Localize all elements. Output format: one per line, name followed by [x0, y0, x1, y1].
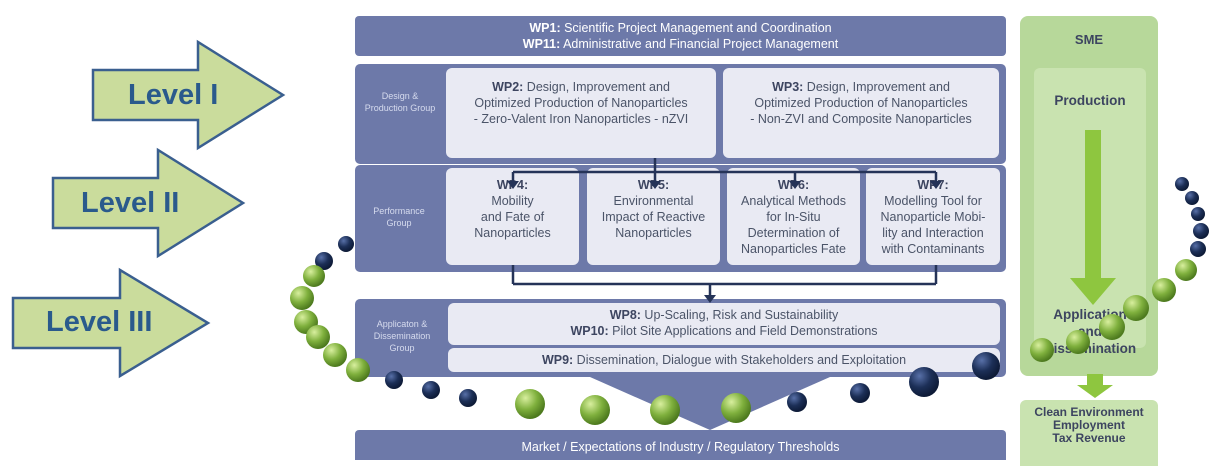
wp2-line-1: Design, Improvement and [523, 80, 670, 94]
wp9-text: Dissemination, Dialogue with Stakeholder… [573, 353, 907, 367]
market-bar: Market / Expectations of Industry / Regu… [355, 430, 1006, 460]
sme-application-line-2: and [1077, 324, 1102, 339]
wp3-code: WP3: [772, 80, 804, 94]
sphere [303, 265, 325, 287]
sphere [422, 381, 440, 399]
sphere [306, 325, 330, 349]
wp3-box: WP3: Design, Improvement and Optimized P… [723, 68, 999, 158]
wp8-wp10-box: WP8: Up-Scaling, Risk and Sustainability… [448, 303, 1000, 345]
sphere [721, 393, 751, 423]
management-bar: WP1: Scientific Project Management and C… [355, 16, 1006, 56]
wp5-box: WP5: Environmental Impact of Reactive Na… [587, 168, 720, 265]
wp10-text: Pilot Site Applications and Field Demons… [608, 324, 878, 338]
market-text: Market / Expectations of Industry / Regu… [521, 440, 840, 454]
wp11-text: Administrative and Financial Project Man… [560, 37, 839, 51]
sphere [1185, 191, 1199, 205]
outcome-tax-revenue: Tax Revenue [1052, 431, 1126, 445]
sphere [850, 383, 870, 403]
wp4-code: WP4: [496, 178, 529, 192]
sphere [650, 395, 680, 425]
wp2-line-3: - Zero-Valent Iron Nanoparticles - nZVI [473, 112, 689, 126]
application-group-label: Applicaton & Dissemination Group [373, 319, 431, 353]
performance-group-label: Performance Group [373, 206, 425, 228]
wp6-code: WP6: [777, 178, 810, 192]
wp7-line-1: Modelling Tool for [884, 194, 982, 208]
sphere [338, 236, 354, 252]
sphere [315, 252, 333, 270]
wp6-line-4: Nanoparticles Fate [741, 242, 846, 256]
sphere [1190, 241, 1206, 257]
wp9-code: WP9: [541, 353, 574, 367]
outcome-clean-environment: Clean Environment [1034, 405, 1144, 419]
wp6-line-3: Determination of [747, 226, 840, 240]
wp8-code: WP8: [609, 308, 641, 322]
wp2-box: WP2: Design, Improvement and Optimized P… [446, 68, 716, 158]
wp8-text: Up-Scaling, Risk and Sustainability [640, 308, 839, 322]
sphere [787, 392, 807, 412]
wp6-box: WP6: Analytical Methods for In-Situ Dete… [727, 168, 860, 265]
wp7-line-2: Nanoparticle Mobi- [880, 210, 986, 224]
sphere [1193, 223, 1209, 239]
wp3-line-3: - Non-ZVI and Composite Nanoparticles [750, 112, 972, 126]
wp3-line-1: Design, Improvement and [803, 80, 950, 94]
wp7-line-3: lity and Interaction [882, 226, 984, 240]
sme-outcome-arrow [1077, 374, 1113, 398]
wp6-line-1: Analytical Methods [741, 194, 846, 208]
wp2-code: WP2: [492, 80, 524, 94]
sphere [459, 389, 477, 407]
wp11-code: WP11: [522, 37, 561, 51]
wp1-text: Scientific Project Management and Coordi… [560, 21, 832, 35]
wp7-code: WP7: [917, 178, 949, 192]
wp1-code: WP1: [529, 21, 561, 35]
wp4-box: WP4: Mobility and Fate of Nanoparticles [446, 168, 579, 265]
design-group-label: Design & Production Group [364, 91, 436, 113]
level-2-label: Level II [81, 187, 180, 219]
level-1-arrow: Level I [88, 39, 288, 151]
level-3-arrow: Level III [8, 267, 213, 379]
level-3-label: Level III [46, 306, 153, 338]
wp5-line-3: Nanoparticles [615, 226, 692, 240]
sphere [323, 343, 347, 367]
sme-application-label: Application and Dissemination [1034, 306, 1146, 357]
wp7-box: WP7: Modelling Tool for Nanoparticle Mob… [866, 168, 1000, 265]
wp5-line-1: Environmental [613, 194, 694, 208]
level-1-label: Level I [128, 79, 219, 111]
sphere [1191, 207, 1205, 221]
sme-outcomes-box: Clean Environment Employment Tax Revenue [1020, 400, 1158, 466]
sme-application-line-1: Application [1053, 307, 1127, 322]
sme-title: SME [1074, 32, 1104, 47]
wp4-line-1: Mobility [491, 194, 534, 208]
sphere [515, 389, 545, 419]
sme-flow-arrow [1070, 130, 1116, 305]
sphere [290, 286, 314, 310]
wp9-box: WP9: Dissemination, Dialogue with Stakeh… [448, 348, 1000, 372]
sme-application-line-3: Dissemination [1043, 341, 1137, 356]
sme-production-label: Production [1054, 93, 1126, 108]
wp7-line-4: with Contaminants [881, 242, 985, 256]
sphere [1175, 259, 1197, 281]
wp6-line-2: for In-Situ [766, 210, 821, 224]
wp5-line-2: Impact of Reactive [601, 210, 706, 224]
wp3-line-2: Optimized Production of Nanoparticles [754, 96, 968, 110]
outcome-employment: Employment [1052, 418, 1125, 432]
wp10-code: WP10: [570, 324, 609, 338]
sphere [1175, 177, 1189, 191]
wp4-line-2: and Fate of [480, 210, 545, 224]
sphere [294, 310, 318, 334]
sphere [580, 395, 610, 425]
wp2-line-2: Optimized Production of Nanoparticles [474, 96, 688, 110]
level-2-arrow: Level II [48, 147, 248, 259]
wp5-code: WP5: [637, 178, 670, 192]
wp4-line-3: Nanoparticles [474, 226, 551, 240]
